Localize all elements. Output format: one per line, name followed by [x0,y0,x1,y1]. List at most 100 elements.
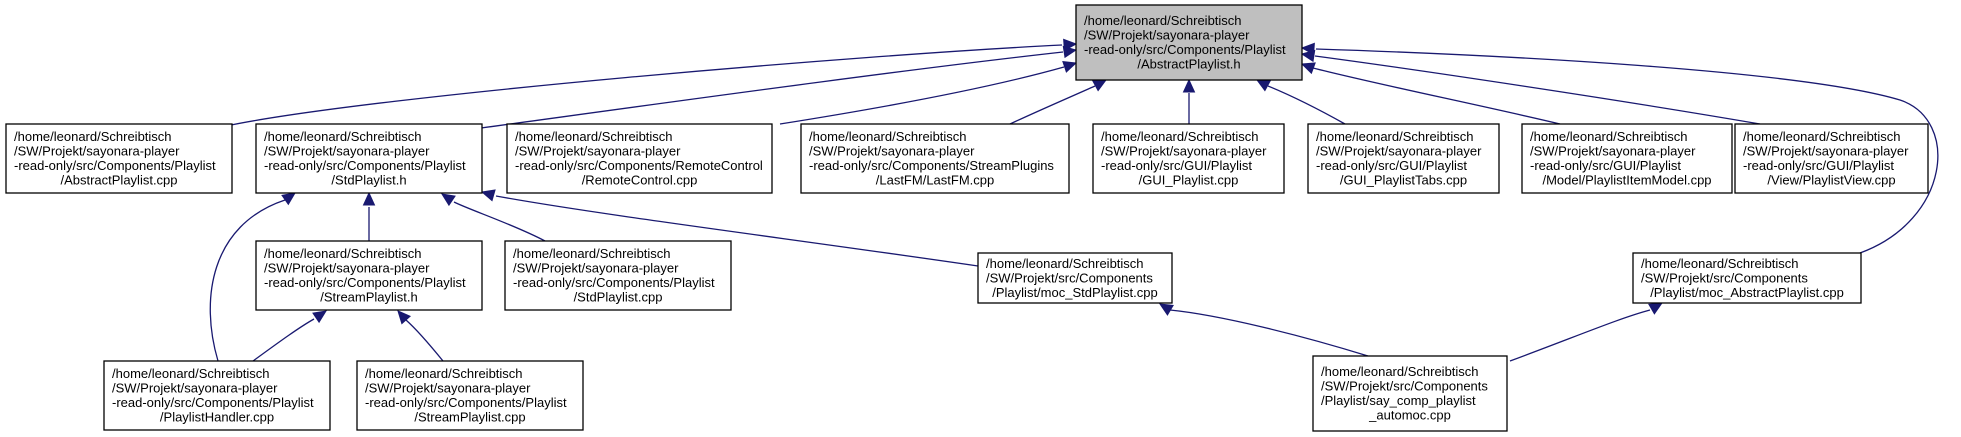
arrowhead [480,189,496,202]
arrowhead [1062,45,1078,59]
edge-n13-to-n2 [209,192,296,362]
edge-n10-to-n2 [441,193,546,242]
node-label-line: /home/leonard/Schreibtisch [1101,129,1259,144]
node-label-line: /SW/Projekt/src/Components [986,270,1153,285]
edge-n7-to-root [1300,62,1561,125]
edge-n1-to-root [230,38,1078,126]
node-label-line: /SW/Projekt/src/Components [1641,270,1808,285]
node-label-line: /View/PlaylistView.cpp [1767,173,1895,188]
node-label-line: /home/leonard/Schreibtisch [1316,129,1474,144]
file-node[interactable]: /home/leonard/Schreibtisch/SW/Projekt/sa… [506,123,773,194]
node-label-line: /home/leonard/Schreibtisch [1084,13,1242,28]
node-label-line: /SW/Projekt/sayonara-player [112,381,278,396]
node-label-line: /LastFM/LastFM.cpp [876,173,994,188]
node-box [1312,355,1508,432]
file-node[interactable]: /home/leonard/Schreibtisch/SW/Projekt/sa… [800,123,1070,194]
file-node[interactable]: /home/leonard/Schreibtisch/SW/Projekt/sa… [5,123,233,194]
file-node[interactable]: /home/leonard/Schreibtisch/SW/Projekt/sa… [356,360,584,431]
node-label-line: /home/leonard/Schreibtisch [365,366,523,381]
edge-n5-to-root [1182,78,1196,124]
arrowhead [1300,42,1315,56]
edge-n4-to-root [1009,79,1108,125]
node-label-line: -read-only/src/Components/Playlist [264,158,466,173]
root-file-node[interactable]: /home/leonard/Schreibtisch/SW/Projekt/sa… [1075,4,1303,81]
edge-n2-to-root [480,45,1078,129]
file-node[interactable]: /home/leonard/Schreibtisch/SW/Projekt/sa… [1092,123,1285,194]
edge-line [495,195,979,267]
edge-line [405,319,444,362]
node-label-line: /home/leonard/Schreibtisch [264,246,422,261]
node-box [1521,123,1733,194]
node-label-line: -read-only/src/GUI/Playlist [1316,158,1467,173]
node-label-line: /SW/Projekt/sayonara-player [14,144,180,159]
edge-line [1314,55,1761,125]
node-box [1092,123,1285,194]
edge-n12-to-root [1300,42,1939,254]
node-label-line: /home/leonard/Schreibtisch [14,129,172,144]
node-label-line: /StreamPlaylist.h [320,290,418,305]
node-label-line: /SW/Projekt/sayonara-player [1316,144,1482,159]
node-label-line: /SW/Projekt/sayonara-player [264,261,430,276]
arrowhead [1300,62,1316,75]
node-label-line: /GUI_PlaylistTabs.cpp [1340,173,1467,188]
node-box [356,360,584,431]
node-label-line: -read-only/src/Components/Playlist [264,275,466,290]
node-label-line: /RemoteControl.cpp [582,173,698,188]
edge-n6-to-root [1255,79,1346,125]
file-node[interactable]: /home/leonard/Schreibtisch/SW/Projekt/sr… [1312,355,1508,432]
arrowhead [1255,79,1271,92]
node-box [1307,123,1500,194]
node-label-line: /AbstractPlaylist.cpp [60,173,177,188]
edge-line [1509,309,1651,362]
arrowhead [1092,79,1108,92]
node-box [977,252,1173,304]
node-label-line: /SW/Projekt/sayonara-player [264,144,430,159]
file-node[interactable]: /home/leonard/Schreibtisch/SW/Projekt/sa… [1307,123,1500,194]
node-label-line: /SW/Projekt/sayonara-player [513,261,679,276]
node-label-line: /PlaylistHandler.cpp [160,410,274,425]
arrowhead [397,310,411,325]
graph-nodes: /home/leonard/Schreibtisch/SW/Projekt/sa… [5,4,1929,432]
edge-line [1009,85,1096,125]
node-box [1734,123,1929,194]
node-label-line: -read-only/src/GUI/Playlist [1743,158,1894,173]
node-label-line: /SW/Projekt/sayonara-player [1084,28,1250,43]
node-label-line: /home/leonard/Schreibtisch [1321,364,1479,379]
edge-line [1169,309,1369,357]
arrowhead [1158,303,1174,316]
node-label-line: /AbstractPlaylist.h [1137,57,1240,72]
edge-n3-to-root [779,60,1078,125]
node-label-line: /home/leonard/Schreibtisch [515,129,673,144]
edge-n15-to-n12 [1509,302,1664,362]
node-label-line: /home/leonard/Schreibtisch [986,256,1144,271]
file-node[interactable]: /home/leonard/Schreibtisch/SW/Projekt/sa… [1521,123,1733,194]
node-box [1075,4,1303,81]
edge-line [1315,48,1939,254]
file-node[interactable]: /home/leonard/Schreibtisch/SW/Projekt/sr… [1632,252,1862,304]
file-node[interactable]: /home/leonard/Schreibtisch/SW/Projekt/sa… [504,240,732,311]
node-label-line: /SW/Projekt/sayonara-player [515,144,681,159]
file-node[interactable]: /home/leonard/Schreibtisch/SW/Projekt/sr… [977,252,1173,304]
node-box [504,240,732,311]
file-node[interactable]: /home/leonard/Schreibtisch/SW/Projekt/sa… [103,360,331,431]
arrowhead [1182,78,1196,93]
edge-line [252,318,315,362]
node-label-line: /home/leonard/Schreibtisch [513,246,671,261]
node-label-line: /SW/Projekt/src/Components [1321,379,1488,394]
edge-n13-to-n9 [252,310,327,362]
node-label-line: -read-only/src/Components/StreamPlugins [809,158,1054,173]
node-box [5,123,233,194]
node-box [506,123,773,194]
node-label-line: /SW/Projekt/sayonara-player [365,381,531,396]
node-box [800,123,1070,194]
file-node[interactable]: /home/leonard/Schreibtisch/SW/Projekt/sa… [255,240,483,311]
file-node[interactable]: /home/leonard/Schreibtisch/SW/Projekt/sa… [1734,123,1929,194]
node-box [103,360,331,431]
node-label-line: -read-only/src/Components/RemoteControl [515,158,763,173]
node-label-line: -read-only/src/GUI/Playlist [1530,158,1681,173]
arrowhead [1062,60,1078,73]
edge-n8-to-root [1300,49,1761,125]
file-node[interactable]: /home/leonard/Schreibtisch/SW/Projekt/sa… [255,123,483,194]
node-label-line: -read-only/src/Components/Playlist [112,395,314,410]
